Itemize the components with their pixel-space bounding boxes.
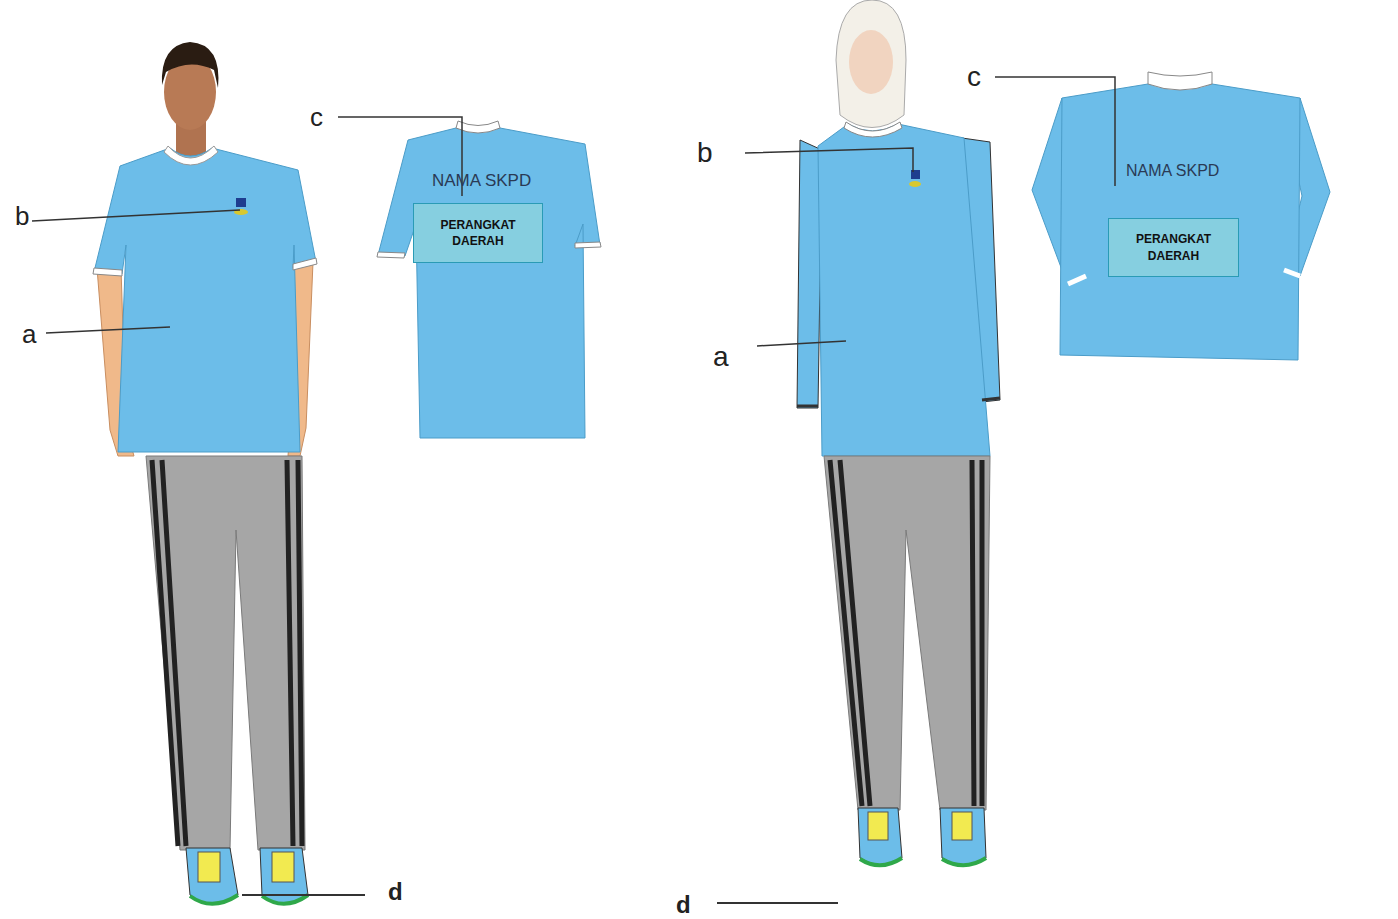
callout-letter: a bbox=[713, 343, 729, 371]
shoe bbox=[858, 808, 902, 865]
callout-letter: c bbox=[310, 104, 323, 130]
shirt bbox=[378, 128, 600, 438]
hijab bbox=[836, 0, 906, 128]
pants-stripe bbox=[830, 460, 982, 806]
callout-letter: d bbox=[388, 880, 403, 904]
callout-letter: c bbox=[967, 63, 981, 91]
callout-letter: b bbox=[697, 139, 713, 167]
woman-figure bbox=[797, 0, 1000, 865]
shirt-back bbox=[1032, 72, 1330, 360]
shirt bbox=[1060, 84, 1300, 360]
pants bbox=[824, 456, 990, 810]
sleeve-band bbox=[93, 268, 122, 276]
logo bbox=[234, 198, 248, 215]
shirt bbox=[94, 148, 316, 452]
callout-letter: a bbox=[22, 321, 36, 347]
collar bbox=[164, 146, 218, 165]
callout-letter: b bbox=[15, 203, 29, 229]
box-text: PERANGKAT DAERAH bbox=[1134, 231, 1214, 263]
label-box: PERANGKAT DAERAH bbox=[1108, 218, 1239, 277]
shoe bbox=[940, 808, 986, 865]
shirt-back bbox=[377, 121, 601, 438]
shirt bbox=[818, 124, 990, 456]
pants-stripe bbox=[152, 460, 302, 846]
collar bbox=[844, 122, 902, 137]
collar bbox=[1148, 72, 1212, 90]
callout-letter: d bbox=[676, 893, 691, 917]
cuff bbox=[797, 398, 1000, 406]
man-figure bbox=[93, 42, 317, 904]
sleeve-band bbox=[293, 258, 317, 270]
logo bbox=[909, 170, 921, 187]
unit-name-text: NAMA SKPD bbox=[1126, 163, 1219, 179]
label-box: PERANGKAT DAERAH bbox=[413, 203, 543, 263]
unit-name-text: NAMA SKPD bbox=[432, 172, 531, 189]
face bbox=[849, 30, 893, 94]
pants bbox=[146, 456, 305, 850]
leader-line bbox=[32, 77, 1115, 903]
shoe bbox=[186, 848, 238, 904]
box-text: PERANGKAT DAERAH bbox=[438, 217, 518, 249]
hair bbox=[162, 42, 219, 88]
